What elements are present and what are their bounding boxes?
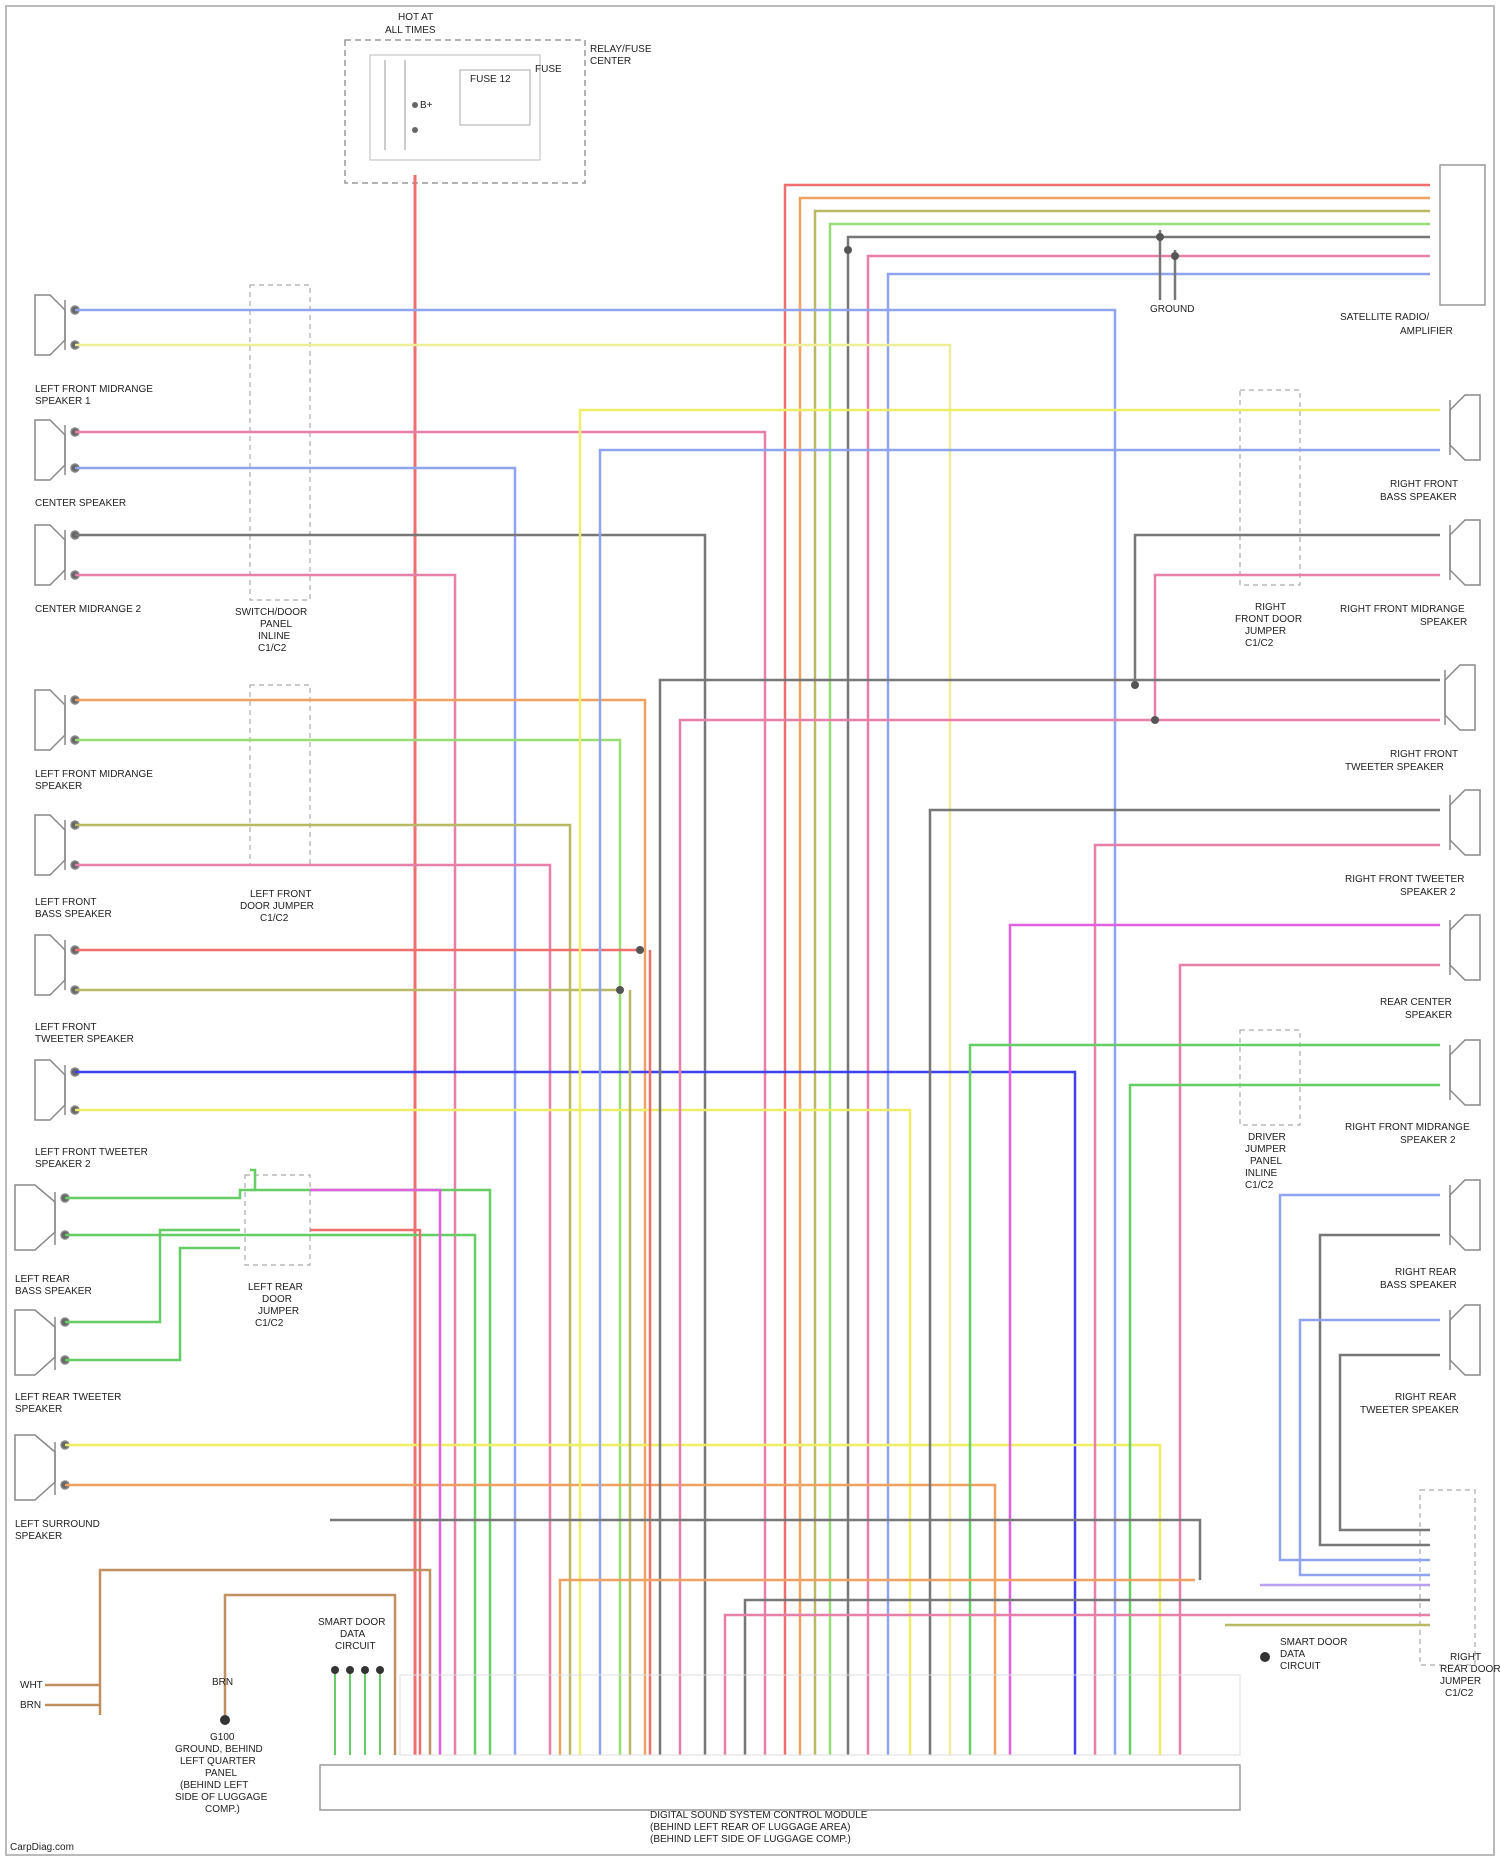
- left-speaker-2-label-1: CENTER SPEAKER: [35, 498, 126, 509]
- right-speaker-5-label-2: SPEAKER: [1405, 1010, 1452, 1021]
- right-speaker-2-label-2: SPEAKER: [1420, 617, 1467, 628]
- c1-label-4: C1/C2: [258, 643, 287, 654]
- right-speaker-3-label-2: TWEETER SPEAKER: [1345, 762, 1444, 773]
- right-speaker-1-label-2: BASS SPEAKER: [1380, 492, 1457, 503]
- left-speaker-7-label-2: SPEAKER 2: [35, 1159, 91, 1170]
- c3-label-3: JUMPER: [258, 1306, 299, 1317]
- c2-label-2: DOOR JUMPER: [240, 901, 314, 912]
- c2-label-3: C1/C2: [260, 913, 289, 924]
- left-speaker-6-label-1: LEFT FRONT: [35, 1022, 96, 1033]
- c6-label-2: REAR DOOR: [1440, 1664, 1500, 1675]
- ground-note-2: GROUND, BEHIND: [175, 1744, 263, 1755]
- right-speaker-8-label-2: TWEETER SPEAKER: [1360, 1405, 1459, 1416]
- left-speaker-5-label-2: BASS SPEAKER: [35, 909, 112, 920]
- satellite-label-2: AMPLIFIER: [1400, 326, 1453, 337]
- module-label-1: DIGITAL SOUND SYSTEM CONTROL MODULE: [650, 1810, 868, 1821]
- left-speaker-5-label-1: LEFT FRONT: [35, 897, 96, 908]
- right-speaker-4-label-1: RIGHT FRONT TWEETER: [1345, 874, 1464, 885]
- smart-door-label-2: DATA: [340, 1629, 366, 1640]
- right-speaker-6-label-2: SPEAKER 2: [1400, 1135, 1456, 1146]
- right-speaker-8-label-1: RIGHT REAR: [1395, 1392, 1457, 1403]
- left-speaker-10-label-2: SPEAKER: [15, 1531, 62, 1542]
- watermark: CarpDiag.com: [10, 1842, 74, 1853]
- left-speaker-10-label-1: LEFT SURROUND: [15, 1519, 100, 1530]
- left-speaker-4-label-2: SPEAKER: [35, 781, 82, 792]
- fuse-label: FUSE: [535, 64, 562, 75]
- fuse-box-label-1: RELAY/FUSE: [590, 44, 652, 55]
- c4-label-4: C1/C2: [1245, 638, 1274, 649]
- c3-label-4: C1/C2: [255, 1318, 284, 1329]
- c4-label-3: JUMPER: [1245, 626, 1286, 637]
- c5-label-2: JUMPER: [1245, 1144, 1286, 1155]
- left-speaker-9-label-1: LEFT REAR TWEETER: [15, 1392, 121, 1403]
- ground-note-3: LEFT QUARTER: [180, 1756, 256, 1767]
- c6-label-3: JUMPER: [1440, 1676, 1481, 1687]
- fuse-box-label-2: CENTER: [590, 56, 631, 67]
- fuse-pin-label: B+: [420, 100, 433, 111]
- smart-door-right-label-2: DATA: [1280, 1649, 1306, 1660]
- ground-note-7: COMP.): [205, 1804, 240, 1815]
- c5-label-1: DRIVER: [1248, 1132, 1286, 1143]
- left-speaker-6-label-2: TWEETER SPEAKER: [35, 1034, 134, 1045]
- left-pin-label-1: WHT: [20, 1680, 43, 1691]
- smart-door-label-3: CIRCUIT: [335, 1641, 376, 1652]
- module-label-3: (BEHIND LEFT SIDE OF LUGGAGE COMP.): [650, 1834, 851, 1845]
- right-speaker-7-label-1: RIGHT REAR: [1395, 1267, 1457, 1278]
- c3-label-2: DOOR: [262, 1294, 292, 1305]
- left-speaker-9-label-2: SPEAKER: [15, 1404, 62, 1415]
- right-speaker-5-label-1: REAR CENTER: [1380, 997, 1452, 1008]
- left-speaker-1-label-1: LEFT FRONT MIDRANGE: [35, 384, 153, 395]
- left-speaker-7-label-1: LEFT FRONT TWEETER: [35, 1147, 148, 1158]
- ground-note-6: SIDE OF LUGGAGE: [175, 1792, 268, 1803]
- fuse-title-1: HOT AT: [398, 12, 433, 23]
- fuse-inner-label: FUSE 12: [470, 74, 511, 85]
- ground-note-5: (BEHIND LEFT: [180, 1780, 248, 1791]
- c6-label-1: RIGHT: [1450, 1652, 1481, 1663]
- right-speaker-2-label-1: RIGHT FRONT MIDRANGE: [1340, 604, 1465, 615]
- smart-door-right-label-3: CIRCUIT: [1280, 1661, 1321, 1672]
- fuse-title-2: ALL TIMES: [385, 25, 436, 36]
- c6-label-4: C1/C2: [1445, 1688, 1474, 1699]
- left-speaker-4-label-1: LEFT FRONT MIDRANGE: [35, 769, 153, 780]
- smart-door-right-label-1: SMART DOOR: [1280, 1637, 1347, 1648]
- right-speaker-3-label-1: RIGHT FRONT: [1390, 749, 1458, 760]
- right-speaker-4-label-2: SPEAKER 2: [1400, 887, 1456, 898]
- c1-label-2: PANEL: [260, 619, 292, 630]
- c5-label-4: INLINE: [1245, 1168, 1278, 1179]
- left-speaker-8-label-2: BASS SPEAKER: [15, 1286, 92, 1297]
- smart-door-label-1: SMART DOOR: [318, 1617, 385, 1628]
- gnd-pin-label: BRN: [212, 1677, 233, 1688]
- ground-label: GROUND: [1150, 304, 1194, 315]
- right-speaker-6-label-1: RIGHT FRONT MIDRANGE: [1345, 1122, 1470, 1133]
- ground-note-1: G100: [210, 1732, 235, 1743]
- right-speaker-7-label-2: BASS SPEAKER: [1380, 1280, 1457, 1291]
- left-speaker-3-label-1: CENTER MIDRANGE 2: [35, 604, 142, 615]
- ground-note-4: PANEL: [205, 1768, 237, 1779]
- left-speaker-1-label-2: SPEAKER 1: [35, 396, 91, 407]
- c5-label-3: PANEL: [1250, 1156, 1282, 1167]
- c4-label-1: RIGHT: [1255, 602, 1286, 613]
- c3-label-1: LEFT REAR: [248, 1282, 303, 1293]
- c1-label-3: INLINE: [258, 631, 291, 642]
- left-pin-label-2: BRN: [20, 1700, 41, 1711]
- c1-label-1: SWITCH/DOOR: [235, 607, 307, 618]
- right-speaker-1-label-1: RIGHT FRONT: [1390, 479, 1458, 490]
- c2-label-1: LEFT FRONT: [250, 889, 311, 900]
- c5-label-5: C1/C2: [1245, 1180, 1274, 1191]
- c4-label-2: FRONT DOOR: [1235, 614, 1302, 625]
- satellite-label-1: SATELLITE RADIO/: [1340, 312, 1430, 323]
- left-speaker-8-label-1: LEFT REAR: [15, 1274, 70, 1285]
- module-label-2: (BEHIND LEFT REAR OF LUGGAGE AREA): [650, 1822, 850, 1833]
